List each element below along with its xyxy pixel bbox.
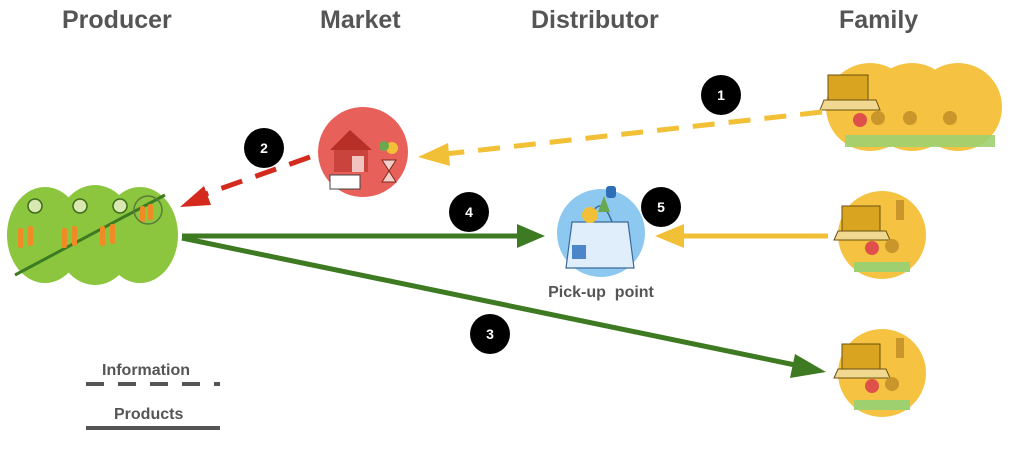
producer-illustration [7,185,178,285]
flow-5-arrow [655,224,828,248]
flow-badge-4: 4 [449,192,489,232]
family-single-2-illustration [833,329,926,417]
family-group-illustration [819,63,1002,151]
svg-text:4: 4 [465,204,473,220]
pickup-point-illustration [557,186,645,277]
svg-text:2: 2 [260,140,268,156]
flow-badge-3: 3 [470,314,510,354]
market-illustration [318,107,408,197]
flow-4-arrow [182,224,545,248]
column-header-market: Market [320,6,401,34]
flow-badge-1: 1 [701,75,741,115]
flow-badge-5: 5 [641,187,681,227]
svg-text:1: 1 [717,87,725,103]
column-header-distributor: Distributor [531,6,659,34]
flow-3-arrow [181,235,826,378]
flow-2-arrow [180,154,311,207]
flow-1-arrow [418,109,823,166]
family-single-1-illustration [833,191,926,279]
legend-information-label: Information [102,362,190,379]
column-header-family: Family [839,6,919,34]
column-header-producer: Producer [62,6,172,34]
pickup-point-label: Pick-up point [548,284,654,301]
flow-badge-2: 2 [244,128,284,168]
legend-products-label: Products [114,406,184,423]
svg-text:3: 3 [486,326,494,342]
svg-text:5: 5 [657,199,665,215]
